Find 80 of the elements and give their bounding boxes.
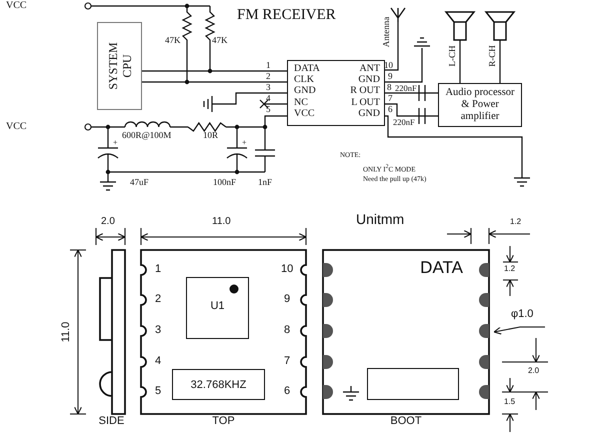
pin-name: VCC [294,108,315,119]
pin-number: 1 [155,263,162,276]
wire [385,92,438,94]
component-label: 32.768KHZ [190,378,248,390]
pin-number: 8 [387,83,392,93]
pin-number: 10 [281,263,294,276]
speaker-icon [446,10,474,40]
pin-number: 7 [284,355,290,368]
pin-number: 9 [388,72,392,82]
polarity-mark: + [113,139,118,148]
view-label: TOP [212,415,235,427]
pin-name: DATA [294,63,320,74]
dimension-value: 11.0 [212,216,231,227]
dimension-value: 1.5 [504,398,516,407]
channel-label: L-CH [447,46,457,66]
receiver-module-box [287,60,385,126]
component-value: 1nF [258,178,272,188]
pin-number: 10 [384,61,393,71]
dimension-value: 2.0 [528,367,540,376]
pin-number: 8 [284,324,290,336]
dimension-value: φ1.0 [511,308,534,320]
component-value: 10R [203,131,218,141]
channel-label: R-CH [487,45,497,67]
amplifier-box [438,83,522,127]
view-label: BOOT [390,415,422,427]
pin-number: 6 [284,385,290,398]
pin-name: GND [358,108,380,119]
wire [142,70,287,72]
dimension-value: 1.2 [510,218,522,227]
pin-name: L OUT [351,96,380,108]
wire [385,103,438,117]
pin-number: 4 [266,94,270,104]
pin-number: 3 [266,83,270,93]
pin-number: 6 [388,105,392,115]
box-title: SYSTEM CPU [106,41,134,92]
speaker-icon [486,10,514,40]
component-value: 47K [165,36,180,46]
pin-number: 3 [155,324,162,336]
wire [385,22,399,71]
view-label: SIDE [98,415,124,427]
voltage-label: VCC [6,0,27,11]
pin-number: 5 [266,105,270,115]
pin-name: CLK [294,74,314,86]
component-outline [367,368,459,400]
crystal-outline [172,369,265,400]
pad-label: DATA [420,258,463,278]
channel-label: Antenna [381,16,391,48]
antenna-icon [391,8,405,22]
wire [499,40,501,83]
dimension-value: 1.2 [504,265,516,274]
pin-name: ANT [359,63,380,74]
component-value: 600R@100M [122,131,172,141]
cpu-box [97,22,142,110]
component-value: 47uF [130,178,149,188]
pin-number: 4 [155,355,162,368]
pin-number: 9 [284,293,290,306]
chip-outline [186,277,249,339]
chip-label: U1 [209,300,226,312]
polarity-mark: + [242,139,247,148]
pin-number: 2 [155,293,162,306]
pin-name: NC [294,96,308,108]
component-value: 220nF [393,118,415,128]
dimension-value: 2.0 [101,216,115,227]
pin-number: 2 [266,72,270,82]
component-value: 47K [212,36,228,46]
pin-number: 1 [266,61,270,71]
pin-number: 7 [388,94,392,104]
diagram-title: FM RECEIVER [237,7,336,24]
dimension-value: 11.0 [60,322,72,342]
component-value: 220nF [395,84,417,94]
pin-name: R OUT [350,85,380,96]
voltage-label: VCC [6,121,27,132]
pin-number: 5 [155,385,162,398]
pin-name: GND [358,74,380,86]
wire [459,40,461,83]
component-value: 100nF [213,178,236,188]
unit-label: Unitmm [356,212,404,228]
box-title: Audio processor & Power amplifier [444,87,516,123]
pin-name: GND [294,85,316,96]
wire [142,81,287,83]
